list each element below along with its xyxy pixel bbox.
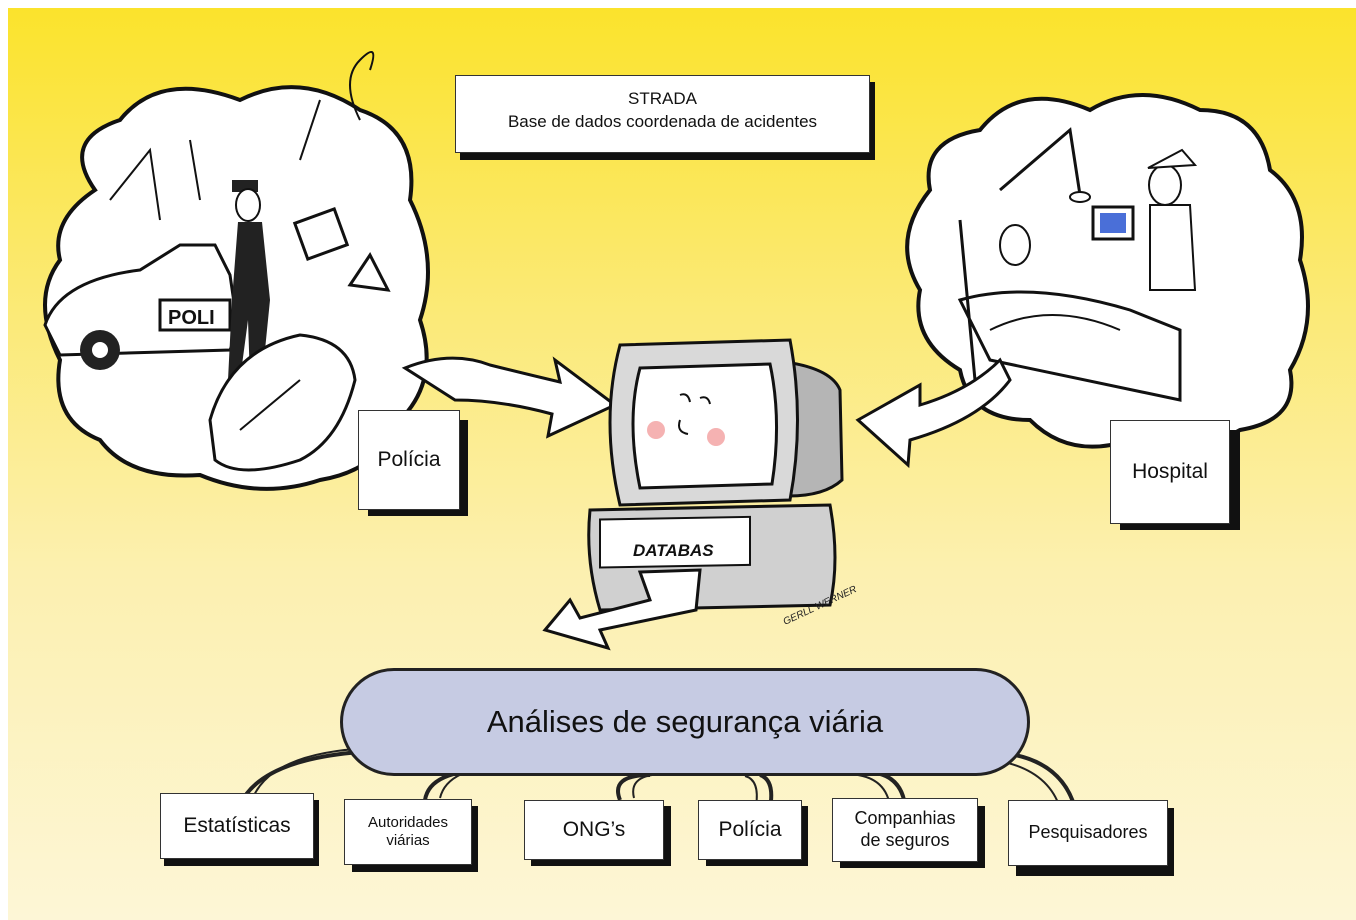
crashed-car [208, 333, 357, 472]
nurse-cap [1147, 148, 1198, 169]
output-box-policia: Polícia [698, 800, 802, 860]
warning-triangle [347, 252, 391, 292]
monitor-screen [631, 362, 779, 490]
output-label-line2: viárias [386, 832, 430, 849]
iv-stand [999, 127, 1082, 196]
analysis-label: Análises de segurança viária [486, 704, 884, 739]
officer-head [235, 188, 261, 222]
officer-body [228, 222, 270, 380]
computer-face-nose [678, 419, 689, 435]
output-label: ONG’s [562, 818, 626, 842]
nurse-body [1149, 204, 1197, 291]
computer-label: DATABAS [633, 541, 714, 560]
officer-clipboard [292, 207, 350, 261]
output-label-line1: Companhias [854, 808, 956, 829]
hospital-bed [957, 219, 1182, 402]
computer-illustration: DATABAS GERLL WERNER [587, 338, 859, 628]
title-line-2: Base de dados coordenada de acidentes [507, 111, 818, 131]
patient-head [999, 224, 1031, 266]
source-box-hospital: Hospital [1110, 420, 1230, 524]
output-box-ongs: ONG’s [524, 800, 664, 860]
source-label-police: Polícia [377, 448, 441, 472]
laptop-screen [1100, 213, 1126, 233]
title-line-1: STRADA [628, 89, 697, 108]
police-scene-cloud: POLI [43, 51, 430, 491]
output-label: Polícia [718, 818, 782, 842]
nurse-head [1148, 164, 1182, 206]
hospital-scene-cloud [905, 93, 1310, 450]
output-label: Estatísticas [183, 814, 291, 838]
output-box-pesquisadores: Pesquisadores [1008, 800, 1168, 866]
left-cheek [647, 421, 665, 439]
right-cheek [707, 428, 725, 446]
drive-label-panel [599, 515, 751, 569]
arrow-police-to-computer [401, 356, 618, 439]
output-label-line2: de seguros [860, 830, 950, 850]
analysis-oval: Análises de segurança viária [340, 668, 1030, 776]
strada-title-box: STRADA Base de dados coordenada de acide… [455, 75, 870, 153]
source-box-police: Polícia [358, 410, 460, 510]
computer-face-eyes [679, 393, 711, 405]
output-box-estatisticas: Estatísticas [160, 793, 314, 859]
output-label: Pesquisadores [1028, 822, 1148, 843]
output-label-line1: Autoridades [367, 814, 449, 831]
police-car-door [158, 298, 232, 332]
output-box-autoridades: Autoridades viárias [344, 799, 472, 865]
police-car-lettering: POLI [168, 307, 215, 329]
source-label-hospital: Hospital [1132, 460, 1208, 484]
output-box-companhias: Companhias de seguros [832, 798, 978, 862]
arrow-hospital-to-computer [855, 357, 1012, 469]
arrow-computer-to-analysis [542, 568, 702, 651]
